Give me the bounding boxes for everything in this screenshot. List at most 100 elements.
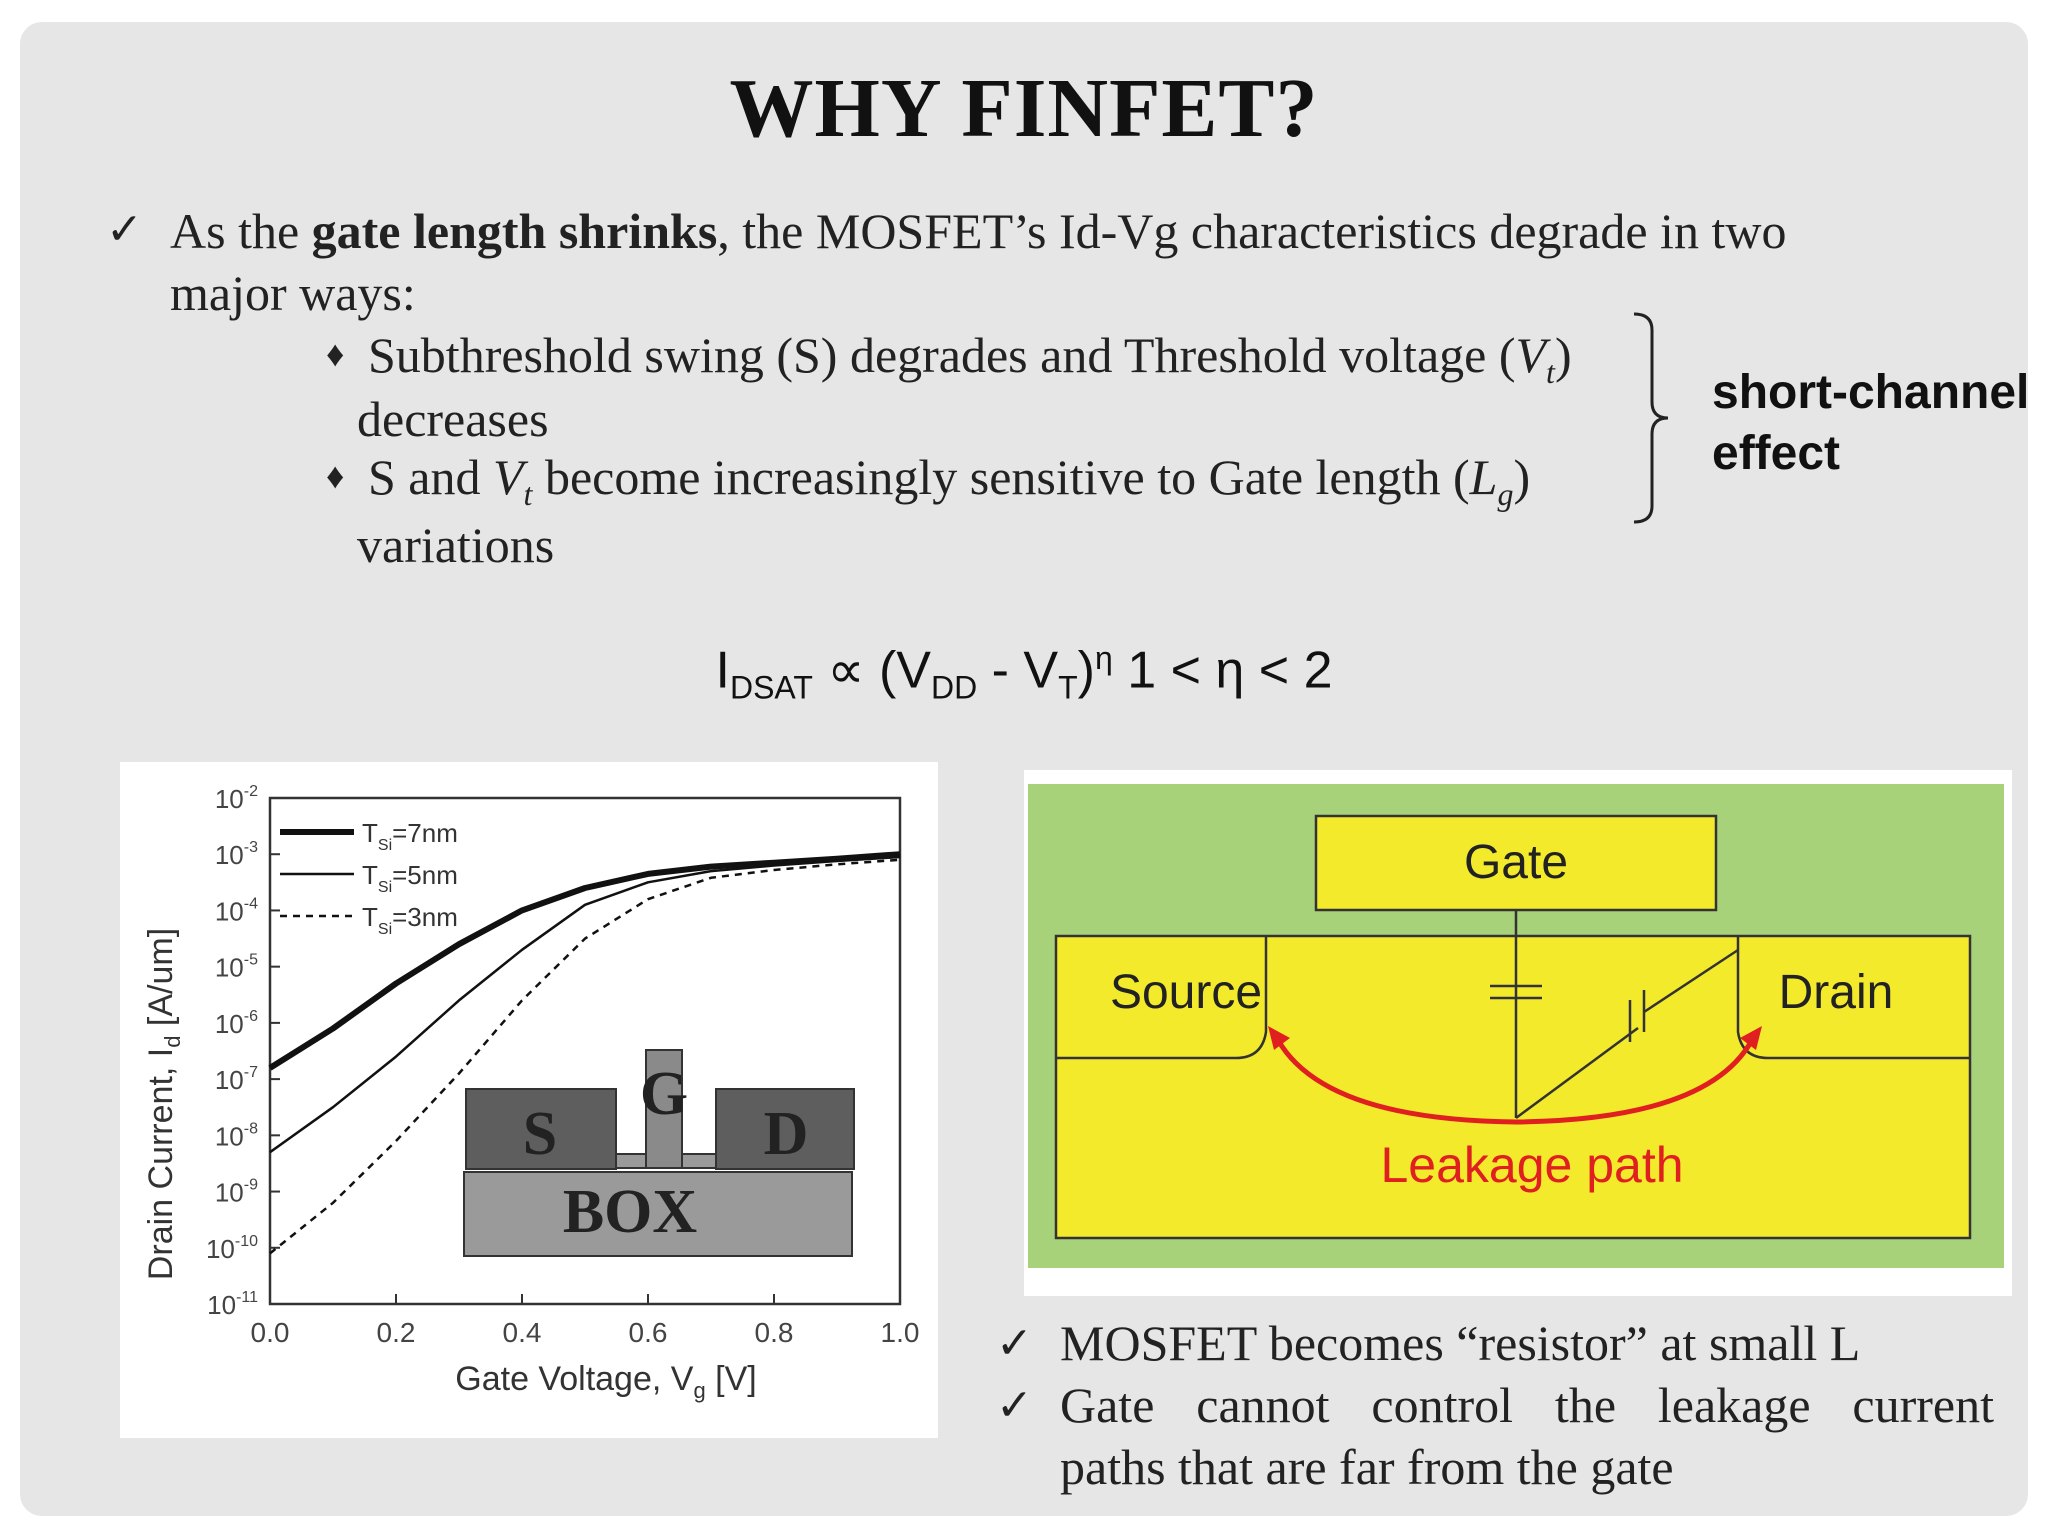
series-line-5nm	[269, 855, 901, 1154]
diamond-icon: ♦	[326, 334, 345, 374]
bottom-bullet-1: MOSFET becomes “resistor” at small L	[1060, 1315, 1861, 1371]
formula-vt-sub: T	[1058, 669, 1078, 706]
formula-i: I	[715, 641, 730, 700]
bullet-1-line-1: Subthreshold swing (S) degrades and Thre…	[368, 330, 1572, 388]
chart-x-axis-label: Gate Voltage, Vg [V]	[455, 1360, 756, 1403]
drain-label: Drain	[1779, 966, 1894, 1019]
bullet-2-subscript: t	[523, 476, 533, 512]
arrowhead-right-icon	[1740, 1026, 1762, 1050]
bullet-2-symbol-2: L	[1469, 449, 1498, 505]
source-label: Source	[1110, 966, 1262, 1019]
y-tick-label: 10-8	[215, 1120, 258, 1151]
box-layer	[463, 1171, 853, 1257]
x-tick-label: 0.8	[755, 1317, 794, 1348]
check-icon: ✓	[996, 1381, 1033, 1430]
intro-prefix: As the	[170, 203, 312, 259]
leakage-path-label: Leakage path	[1380, 1137, 1683, 1193]
id-vg-chart: 0.0 0.2 0.4 0.6 0.8 1.0 10-2 10-3 10-4 10-5 10-6 10…	[142, 783, 920, 1403]
bullet-1-subscript: t	[1546, 354, 1555, 390]
inset-source-label: S	[523, 1100, 557, 1168]
intro-bold: gate length shrinks	[311, 203, 718, 259]
bullet-1-symbol: V	[1515, 327, 1547, 383]
finfet-inset: S G D BOX	[463, 1049, 855, 1257]
formula-mid: ∝ (V	[812, 641, 931, 700]
y-label-unit: [A/um]	[142, 928, 180, 1036]
legend-label: TSi=7nm	[362, 818, 458, 854]
bullet-1-text: Subthreshold swing (S) degrades and Thre…	[368, 327, 1516, 383]
y-tick-label: 10-5	[215, 952, 258, 983]
chart-frame	[268, 796, 902, 1306]
chart-series-group	[268, 851, 901, 1255]
formula-range: 1 < η < 2	[1112, 641, 1333, 700]
bottom-bullet-2-line-1: Gate cannot control the leakage current	[1060, 1377, 1994, 1433]
y-tick-label: 10-10	[206, 1233, 258, 1264]
formula-vdd-sub: DD	[930, 669, 978, 706]
bullet-2-line-2: variations	[357, 517, 555, 573]
drain-block	[715, 1088, 855, 1170]
bottom-bullet-2-line-2: paths that are far from the gate	[1060, 1439, 1674, 1495]
intro-line-2: major ways:	[170, 265, 416, 321]
x-tick-label: 1.0	[881, 1317, 920, 1348]
x-label-text: Gate Voltage, V	[455, 1360, 693, 1398]
y-tick-label: 10-2	[215, 783, 258, 814]
bullet-2-line-1: S and Vt become increasingly sensitive t…	[368, 452, 1530, 510]
bullet-2-subscript-2: g	[1497, 476, 1514, 512]
bullet-2-text: S and	[368, 449, 493, 505]
short-channel-label: short-channel effect	[1712, 362, 2029, 485]
x-label-unit: [V]	[706, 1360, 757, 1398]
bullet-1-close: )	[1554, 327, 1572, 383]
source-block	[465, 1088, 617, 1170]
leakage-diagram: Gate Source Drain Leakage path	[1028, 784, 2004, 1268]
y-label-sub: d	[160, 1036, 185, 1048]
gate-block	[1314, 814, 1718, 912]
intro-suffix: , the MOSFET’s Id-Vg characteristics deg…	[717, 203, 1787, 259]
arrowhead-left-icon	[1268, 1026, 1290, 1050]
y-tick-label: 10-3	[215, 839, 258, 870]
check-icon: ✓	[996, 1319, 1033, 1368]
id-vg-chart-panel: 0.0 0.2 0.4 0.6 0.8 1.0 10-2 10-3 10-4 10-5 10-6 10…	[120, 762, 938, 1438]
brace-icon	[1633, 312, 1669, 524]
short-channel-label-line-1: short-channel	[1712, 366, 2030, 419]
series-line-7nm	[268, 851, 901, 1071]
intro-line-1: As the gate length shrinks, the MOSFET’s…	[170, 206, 1786, 256]
formula-exponent: η	[1094, 640, 1113, 676]
slide-title: WHY FINFET?	[729, 62, 1319, 155]
gate-fin	[645, 1049, 683, 1169]
formula-minus: - V	[977, 641, 1059, 700]
y-tick-label: 10-11	[207, 1289, 258, 1320]
leakage-path-arrow	[1275, 1038, 1755, 1125]
bullet-1-line-2: decreases	[357, 391, 549, 447]
y-tick-label: 10-9	[215, 1177, 258, 1208]
y-tick-label: 10-7	[215, 1064, 258, 1095]
bullet-2-close: )	[1513, 449, 1531, 505]
legend-label: TSi=5nm	[362, 860, 458, 896]
x-tick-label: 0.2	[377, 1317, 416, 1348]
diamond-icon: ♦	[326, 456, 345, 496]
series-line-3nm	[269, 858, 901, 1255]
idsat-formula: IDSAT ∝ (VDD - VT)η 1 < η < 2	[0, 640, 2048, 707]
inset-box-label: BOX	[563, 1178, 698, 1246]
y-label-text: Drain Current, I	[142, 1048, 180, 1280]
short-channel-label-line-2: effect	[1712, 427, 1841, 481]
leakage-diagram-panel: Gate Source Drain Leakage path	[1024, 770, 2012, 1296]
formula-close: )	[1077, 641, 1095, 700]
legend-label: TSi=3nm	[362, 902, 458, 938]
y-tick-label: 10-4	[215, 895, 258, 926]
check-icon: ✓	[106, 205, 143, 254]
source-junction	[1056, 936, 1268, 1060]
inset-drain-label: D	[764, 1100, 809, 1168]
y-tick-label: 10-6	[215, 1008, 258, 1039]
chart-y-axis-label: Drain Current, Id [A/um]	[142, 928, 185, 1280]
x-tick-label: 0.4	[503, 1317, 542, 1348]
inset-gate-label: G	[640, 1060, 688, 1128]
chart-plot-area: 0.0 0.2 0.4 0.6 0.8 1.0 10-2 10-3 10-4 10-5 10-6 10…	[206, 783, 920, 1348]
x-tick-label: 0.0	[251, 1317, 290, 1348]
x-label-sub: g	[693, 1378, 705, 1403]
gate-label: Gate	[1464, 836, 1568, 889]
drain-coupling-wire	[1515, 1026, 1639, 1120]
bullet-2-symbol: V	[493, 449, 524, 505]
x-tick-label: 0.6	[629, 1317, 668, 1348]
formula-i-sub: DSAT	[729, 669, 813, 706]
drain-coupling-wire-2	[1643, 948, 1739, 1014]
